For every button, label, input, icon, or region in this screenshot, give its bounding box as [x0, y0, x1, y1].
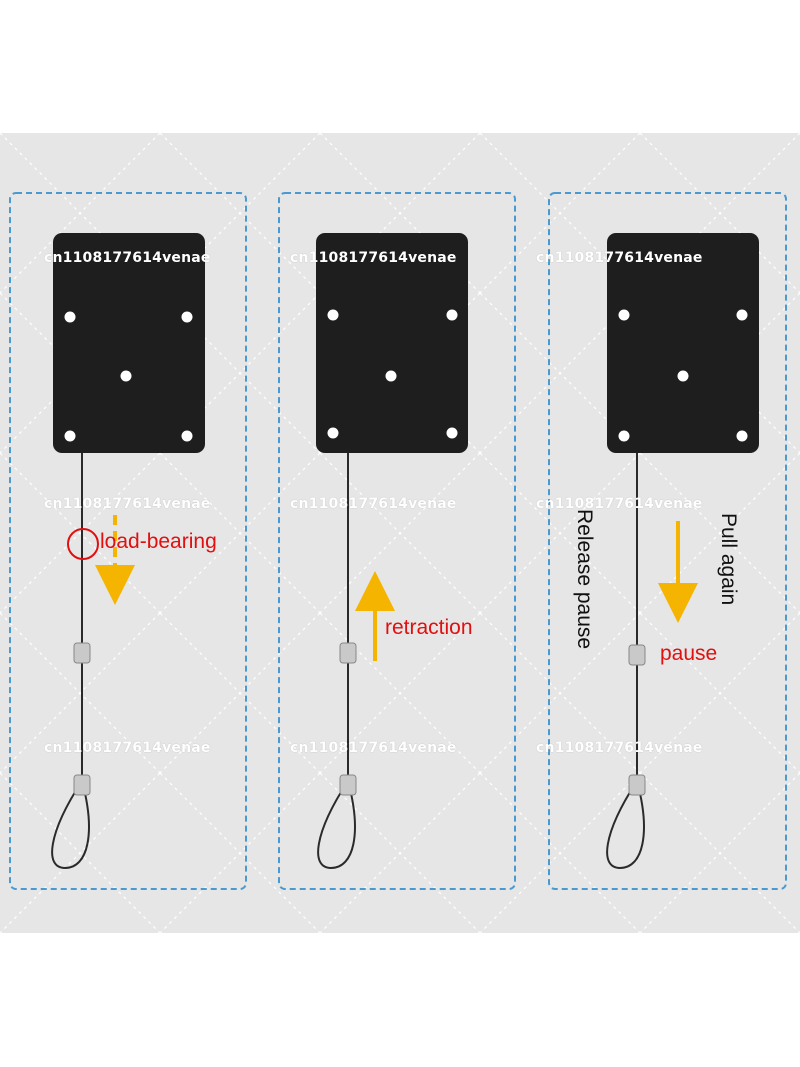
label-pause: pause — [660, 642, 718, 665]
watermark: cn1108177614venae — [536, 740, 703, 756]
wire-cable-1 — [51, 453, 90, 870]
cable-clamp-1b — [73, 774, 91, 796]
product-image: cn1108177614venae cn1108177614venae cn11… — [0, 133, 800, 933]
load-point-circle — [67, 528, 99, 560]
watermark: cn1108177614venae — [536, 496, 703, 512]
panel-frame-1 — [9, 192, 247, 890]
wire-cable-2 — [317, 453, 356, 870]
label-release-pause: Release pause — [573, 509, 596, 650]
panel-frame-3 — [548, 192, 787, 890]
cable-clamp-3a — [628, 644, 646, 666]
cable-clamp-3b — [628, 774, 646, 796]
label-retraction: retraction — [385, 616, 473, 639]
cable-clamp-2a — [339, 642, 357, 664]
watermark: cn1108177614venae — [44, 496, 211, 512]
label-pull-again: Pull again — [717, 513, 740, 606]
watermark: cn1108177614venae — [290, 250, 457, 266]
retractor-device-3 — [607, 233, 759, 453]
watermark: cn1108177614venae — [44, 740, 211, 756]
label-load-bearing: load-bearing — [100, 530, 217, 553]
cable-clamp-2b — [339, 774, 357, 796]
watermark: cn1108177614venae — [290, 740, 457, 756]
retractor-device-1 — [53, 233, 205, 453]
wire-cable-3 — [606, 453, 645, 870]
panel-frame-2 — [278, 192, 516, 890]
watermark: cn1108177614venae — [44, 250, 211, 266]
illustration — [0, 133, 800, 933]
cable-clamp-1a — [73, 642, 91, 664]
retractor-device-2 — [316, 233, 468, 453]
watermark: cn1108177614venae — [536, 250, 703, 266]
watermark: cn1108177614venae — [290, 496, 457, 512]
